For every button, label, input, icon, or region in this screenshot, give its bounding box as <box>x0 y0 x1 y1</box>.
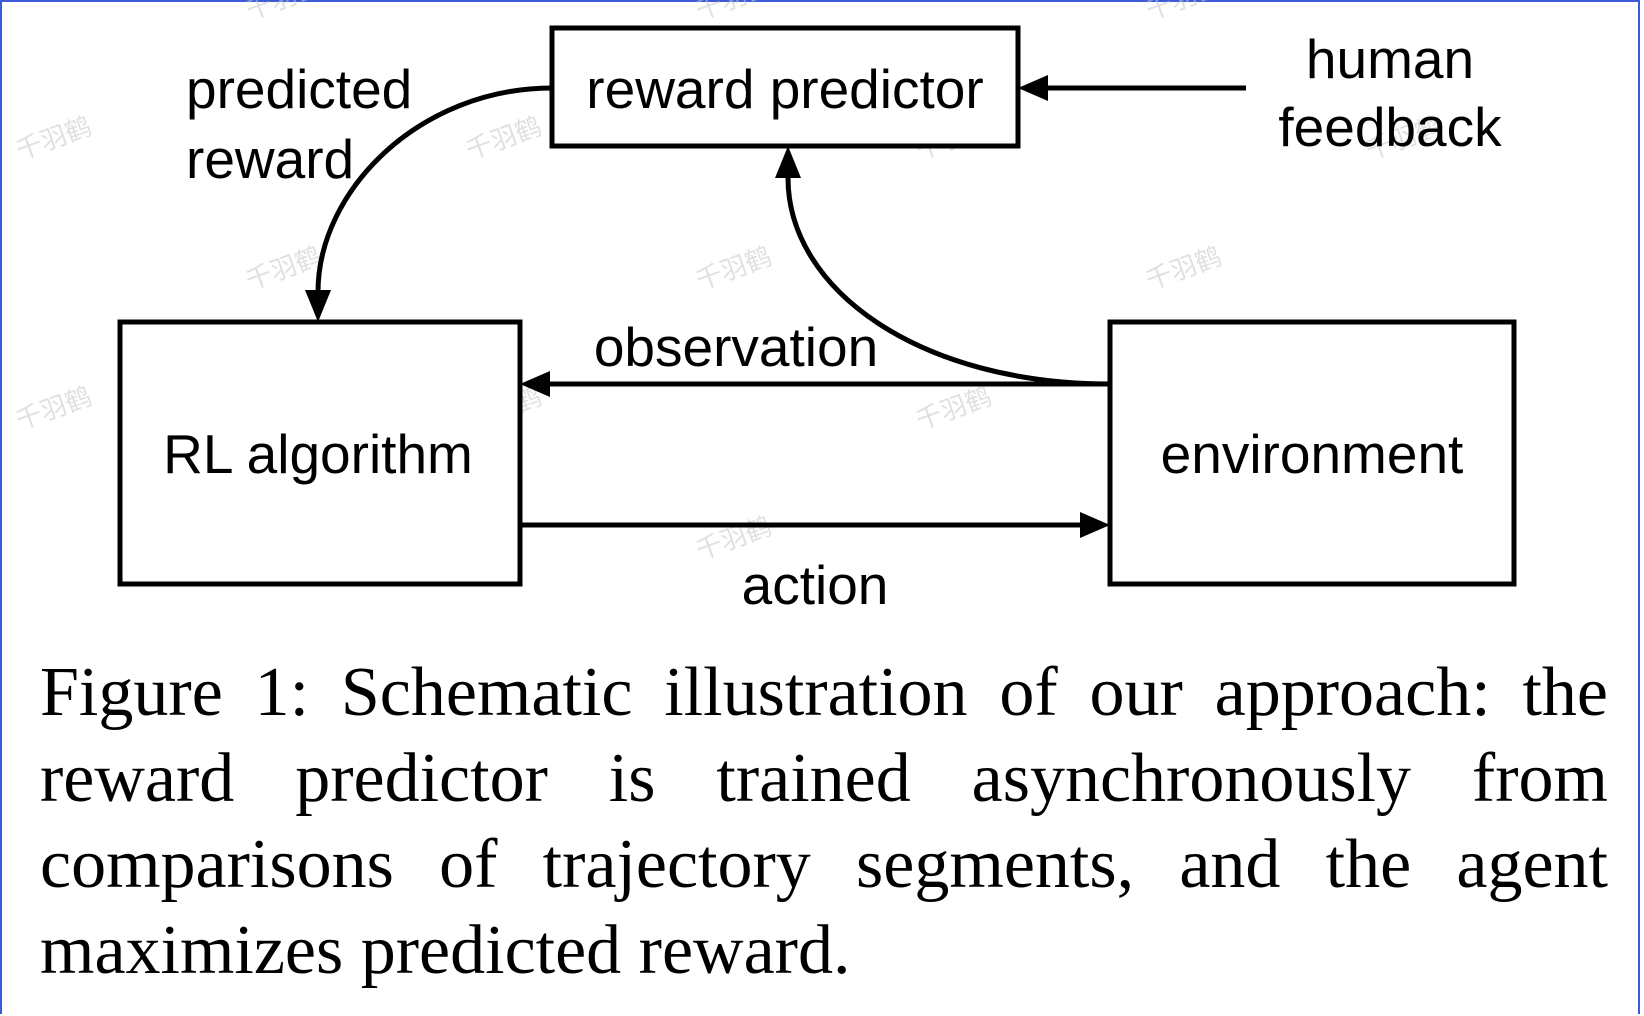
observation-label: observation <box>594 316 878 378</box>
watermark-text: 千羽鹤 <box>462 112 546 167</box>
rl-algorithm-box <box>117 319 523 587</box>
figure-caption: Figure 1: Schematic illustration of our … <box>40 654 1608 989</box>
environment-to-predictor-arrow <box>785 177 1111 387</box>
observation-arrowhead <box>520 371 550 397</box>
schematic-diagram: 千羽鹤千羽鹤千羽鹤千羽鹤千羽鹤千羽鹤千羽鹤千羽鹤千羽鹤千羽鹤千羽鹤千羽鹤千羽鹤千… <box>12 0 1517 616</box>
human-feedback-label-line2: feedback <box>1278 96 1502 158</box>
environment-to-predictor-arrowhead <box>775 146 801 178</box>
predicted-reward-label-line2: reward <box>186 128 354 190</box>
watermark-text: 千羽鹤 <box>912 382 996 437</box>
action-arrowhead <box>1080 512 1110 538</box>
watermark-text: 千羽鹤 <box>1142 0 1226 27</box>
watermark-text: 千羽鹤 <box>1142 242 1226 297</box>
reward-predictor-box <box>549 25 1021 149</box>
environment-label: environment <box>1161 423 1464 485</box>
watermark-text: 千羽鹤 <box>242 242 326 297</box>
environment-box <box>1107 319 1517 587</box>
action-label: action <box>742 554 889 616</box>
human-feedback-arrowhead <box>1018 75 1048 101</box>
predicted-reward-arrowhead <box>305 290 331 322</box>
watermark-text: 千羽鹤 <box>12 382 96 437</box>
watermark-text: 千羽鹤 <box>692 242 776 297</box>
predicted-reward-arrow <box>315 85 553 293</box>
rl-algorithm-label: RL algorithm <box>163 423 473 485</box>
watermark-text: 千羽鹤 <box>12 112 96 167</box>
watermark-text: 千羽鹤 <box>242 0 326 27</box>
watermark-text: 千羽鹤 <box>692 0 776 27</box>
human-feedback-label-line1: human <box>1306 28 1474 90</box>
predicted-reward-label-line1: predicted <box>186 58 412 120</box>
reward-predictor-label: reward predictor <box>586 58 983 120</box>
